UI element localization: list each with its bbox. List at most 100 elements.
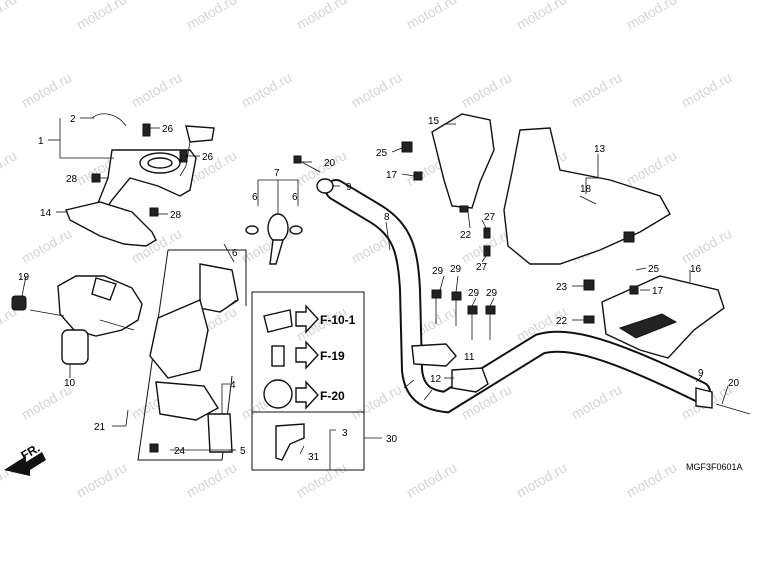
callout-8: 8 (384, 212, 390, 223)
clip-22-a (459, 205, 469, 213)
callout-5: 5 (240, 446, 246, 457)
fuel-cap-lock (207, 413, 233, 453)
pipe-fill (327, 181, 709, 412)
screw-19-shaft (29, 309, 65, 317)
callout-9-a: 9 (346, 182, 352, 193)
switch-body (57, 275, 143, 337)
handlebar-pipe (293, 155, 751, 415)
callout-19: 19 (18, 272, 30, 283)
watermark-text: motod.ru (679, 225, 735, 266)
callout-25-b: 25 (648, 264, 660, 275)
fr-arrow (4, 452, 46, 476)
watermark-text: motod.ru (184, 459, 240, 500)
ignition-switch (149, 299, 209, 379)
nut-28-a (91, 173, 101, 183)
arrow-f19 (295, 340, 319, 370)
watermark-text: motod.ru (0, 147, 19, 188)
front-direction-indicator: FR. (4, 441, 46, 476)
screw-19-head (11, 295, 27, 311)
callout-17-a: 17 (386, 170, 398, 181)
watermark-text: motod.ru (404, 459, 460, 500)
callout-24: 24 (174, 446, 186, 457)
bolt-25-b (623, 231, 635, 243)
reference-f20: F-20 (320, 389, 345, 403)
callout-4: 4 (230, 380, 236, 391)
callout-22-b: 22 (556, 316, 568, 327)
switch-lower-block (61, 329, 89, 365)
key-head (267, 213, 289, 243)
callout-26-b: 26 (202, 152, 214, 163)
upper-cover-13 (503, 127, 671, 265)
inner-bracket-15 (431, 113, 495, 209)
lower-frame (251, 412, 365, 471)
callout-23: 23 (556, 282, 568, 293)
callout-29-b: 29 (450, 264, 462, 275)
watermark-text: motod.ru (514, 459, 570, 500)
bolt-20-right (715, 403, 751, 415)
callout-17-b: 17 (652, 286, 664, 297)
seat-lock (155, 381, 219, 421)
callout-31: 31 (308, 452, 320, 463)
ref-part-f20 (263, 379, 293, 409)
screw-27-b (483, 245, 491, 257)
callout-26-a: 26 (162, 124, 174, 135)
callout-2: 2 (70, 114, 76, 125)
bolts-29 (431, 289, 496, 340)
clip-22-b (583, 315, 595, 324)
upper-holder-11 (411, 343, 457, 367)
callout-27-a: 27 (484, 212, 496, 223)
arrow-f20 (295, 380, 319, 410)
wire-connector (185, 125, 215, 143)
watermark-text: motod.ru (349, 381, 405, 422)
reference-box (251, 291, 365, 471)
watermark-text: motod.ru (129, 69, 185, 110)
callout-20-b: 20 (728, 378, 740, 389)
callout-6-c: 6 (292, 192, 298, 203)
callout-29-d: 29 (486, 288, 498, 299)
leader-lines (21, 117, 729, 470)
diagram-code: MGF3F0601A (686, 462, 743, 472)
callout-11: 11 (464, 352, 475, 363)
callout-7: 7 (274, 168, 280, 179)
watermark-text: motod.ru (239, 69, 295, 110)
callout-13: 13 (594, 144, 606, 155)
watermark-text: motod.ru (19, 69, 75, 110)
reference-f10-1: F-10-1 (320, 313, 356, 327)
screw-27-a (483, 227, 491, 239)
key-lock-set (125, 249, 247, 461)
bolt-25-a (401, 141, 413, 153)
callout-25-a: 25 (376, 148, 388, 159)
watermark-text: motod.ru (514, 0, 570, 33)
callout-22-a: 22 (460, 230, 472, 241)
nut-28-b (149, 207, 159, 217)
watermark-text: motod.ru (624, 459, 680, 500)
bar-end-9-left (316, 178, 334, 194)
reference-frame (251, 291, 365, 413)
watermark-text: motod.ru (679, 69, 735, 110)
callout-30: 30 (386, 434, 398, 445)
callout-labels: 1 2 26 26 28 28 14 19 10 21 24 5 4 6 6 6… (18, 114, 740, 463)
watermark-text: motod.ru (0, 0, 19, 33)
ignition-bracket-assembly (65, 113, 215, 247)
bolt-26-b (179, 149, 188, 163)
nut-23 (583, 279, 595, 291)
watermark-text: motod.ru (74, 459, 130, 500)
key-ring-a (245, 225, 259, 235)
bolt-26-a (142, 123, 151, 137)
callout-28-b: 28 (170, 210, 182, 221)
callout-29-c: 29 (468, 288, 480, 299)
nut-17-a (413, 171, 423, 181)
callout-6-a: 6 (232, 248, 238, 259)
callout-1: 1 (38, 136, 44, 147)
watermark-text: motod.ru (184, 0, 240, 33)
callout-6-b: 6 (252, 192, 258, 203)
lower-holder-12 (451, 367, 489, 393)
screw-24 (149, 443, 159, 453)
watermark-text: motod.ru (459, 69, 515, 110)
handlebar-switch-housing (11, 275, 143, 365)
bar-end-9-right (695, 387, 713, 409)
watermark-text: motod.ru (19, 225, 75, 266)
callout-28-a: 28 (66, 174, 78, 185)
